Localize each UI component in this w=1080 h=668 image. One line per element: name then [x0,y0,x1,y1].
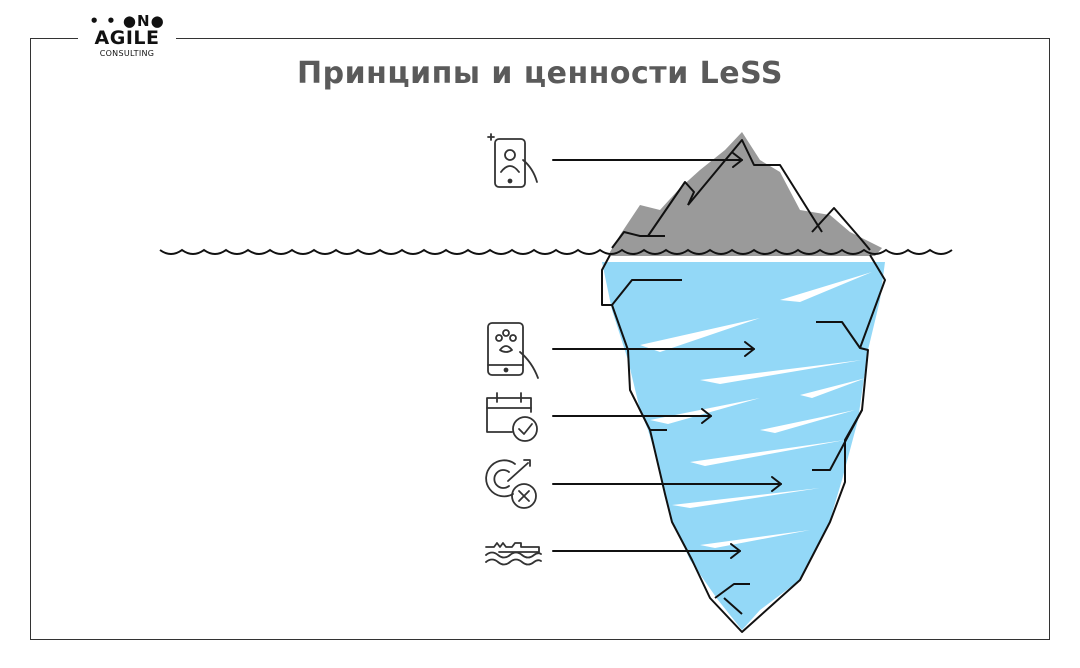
arrows [552,152,782,559]
iceberg-outline [601,139,886,633]
phone-user-icon [487,133,538,188]
logo-sub-text: CONSULTING [99,49,155,58]
arrow-1 [552,152,743,168]
logo-dots: • • ●N● [89,12,165,30]
calendar-check-icon [486,392,538,442]
page-title: Принципы и ценности LeSS [297,56,783,91]
arrow-2 [552,341,755,357]
arrow-3 [552,408,712,424]
logo-main-text: AGILE [94,27,160,49]
iceberg-tip [610,132,882,256]
tablet-touch-icon [487,322,539,379]
target-cross-icon [485,459,537,509]
ice-highlights [640,272,872,548]
crocodile-icon [485,542,542,566]
water-line [159,248,953,255]
iceberg-underwater [602,262,885,630]
agile-consulting-logo: • • ●N● AGILE CONSULTING [78,14,176,68]
slide-frame [30,38,1050,640]
arrow-4 [552,476,782,492]
arrow-5 [552,543,741,559]
